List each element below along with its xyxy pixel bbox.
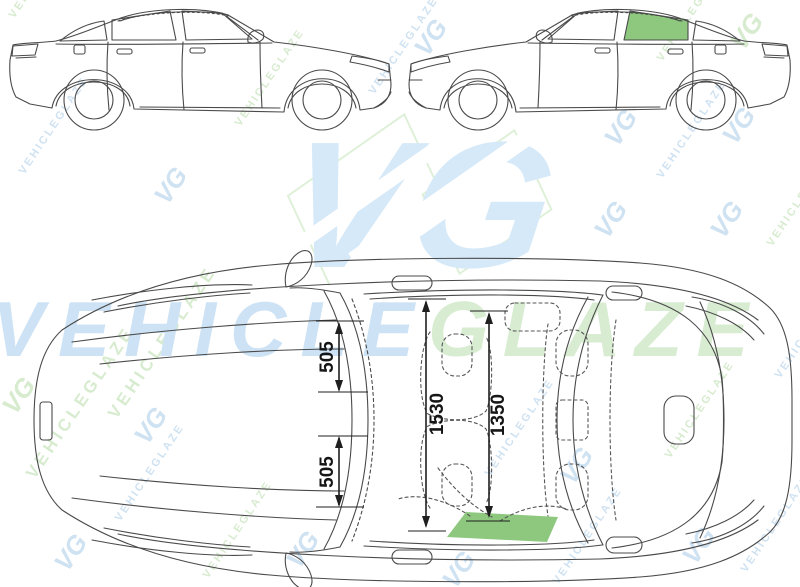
car-side-view-right <box>408 8 791 131</box>
windshield-dashed-edge <box>351 298 375 542</box>
roof-rail-bottom-inner <box>369 539 595 546</box>
dimension-annotations: 505 1530 1350 505 <box>316 298 510 532</box>
mirror-top <box>284 250 313 288</box>
taillight-bottom <box>691 505 765 544</box>
a-pillar-connector <box>289 546 341 553</box>
taillight-top <box>685 305 755 341</box>
highlighted-rear-door-glass-top-view <box>447 512 558 542</box>
side-glass-vent <box>605 285 643 301</box>
hood-crease <box>71 497 337 521</box>
roof-rail-bottom <box>363 544 603 551</box>
rear-armrest <box>555 399 589 441</box>
dimension-label-1530: 1530 <box>427 393 448 435</box>
taillight-bottom <box>685 499 755 535</box>
car-top-view <box>33 250 793 587</box>
trunk-emblem <box>663 395 695 445</box>
car-side-view-left <box>9 8 392 131</box>
rear-bench-edge <box>542 323 549 517</box>
mirror-bottom <box>284 552 313 587</box>
hood-crease-inner <box>99 475 345 492</box>
taillight-top <box>691 296 765 335</box>
rear-bench-edge <box>609 319 617 521</box>
leader-dashed <box>437 467 493 518</box>
dimension-label-505-top: 505 <box>317 341 338 373</box>
headlight-top <box>103 292 251 313</box>
plan-body-outline <box>33 257 793 583</box>
headlight-bottom <box>91 539 253 556</box>
rear-seat-headrest <box>555 329 589 377</box>
dimension-label-1350: 1350 <box>488 394 509 436</box>
interior-dashed-details <box>397 302 617 522</box>
a-pillar-connector <box>289 287 341 294</box>
side-glass-vent <box>391 275 433 291</box>
rear-reflector <box>605 536 643 554</box>
dimension-lines <box>338 302 490 526</box>
rear-bumper-cut <box>699 301 725 539</box>
front-plate <box>39 401 53 441</box>
rear-seat-headrest <box>555 463 589 511</box>
plan-inner-top <box>117 279 759 321</box>
hood-crease <box>71 319 337 343</box>
headlight-bottom <box>103 527 251 548</box>
rear-window-front-edge <box>556 296 589 544</box>
plan-inner-bottom <box>117 519 759 561</box>
leader-dashed <box>499 505 567 522</box>
hood-crease-inner <box>99 348 345 365</box>
dimension-ticks <box>316 298 510 532</box>
leader-dashed <box>397 496 471 517</box>
front-seat-headrest <box>441 463 473 507</box>
front-seat-headrest <box>441 333 473 377</box>
headlight-top <box>91 284 253 301</box>
roof-rail-top <box>363 289 603 296</box>
trunk-lid <box>611 291 725 549</box>
dimension-label-505-bottom: 505 <box>317 456 338 488</box>
overhead-console <box>504 302 561 332</box>
roof-rail-top-inner <box>369 294 595 301</box>
side-glass-vent <box>391 549 433 565</box>
rear-window-rear-edge <box>572 294 604 546</box>
front-seat-outline <box>420 419 493 509</box>
windshield-rear-edge <box>339 292 369 548</box>
dimension-arrowheads <box>335 300 493 528</box>
